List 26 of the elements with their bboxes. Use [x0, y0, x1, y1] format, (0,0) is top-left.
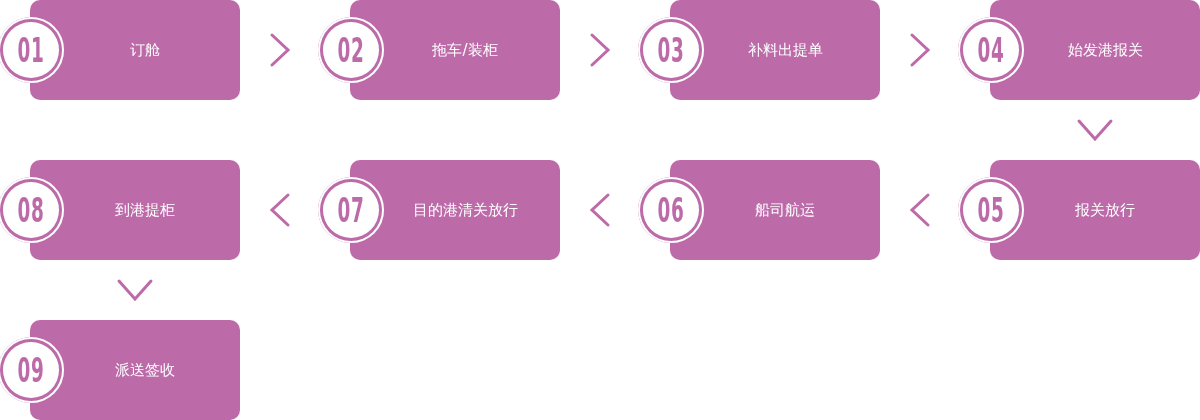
step-label: 拖车/装柜 — [432, 41, 498, 59]
chevron-arrow — [270, 33, 291, 67]
step-number-circle: 02 — [318, 17, 384, 83]
step-number-circle: 06 — [638, 177, 704, 243]
chevron-arrow — [909, 193, 930, 227]
chevron-arrow — [117, 279, 153, 302]
chevron-arrow — [269, 193, 290, 227]
step-label: 订舱 — [130, 41, 160, 59]
step-label: 目的港清关放行 — [412, 201, 518, 219]
step-label: 船司航运 — [755, 201, 815, 219]
step-number-circle: 01 — [0, 17, 64, 83]
chevron-arrow — [1077, 119, 1113, 142]
step-label: 到港提柜 — [115, 201, 175, 219]
step-label: 派送签收 — [115, 361, 175, 379]
step-number-circle: 07 — [318, 177, 384, 243]
chevron-arrow — [910, 33, 931, 67]
step-label: 始发港报关 — [1067, 41, 1143, 59]
step-label: 报关放行 — [1075, 201, 1135, 219]
step-number-circle: 04 — [958, 17, 1024, 83]
step-label: 补料出提单 — [747, 41, 823, 59]
chevron-arrow — [589, 193, 610, 227]
step-number-circle: 05 — [958, 177, 1024, 243]
step-number-circle: 09 — [0, 337, 64, 403]
chevron-arrow — [590, 33, 611, 67]
step-number-circle: 03 — [638, 17, 704, 83]
step-number-circle: 08 — [0, 177, 64, 243]
